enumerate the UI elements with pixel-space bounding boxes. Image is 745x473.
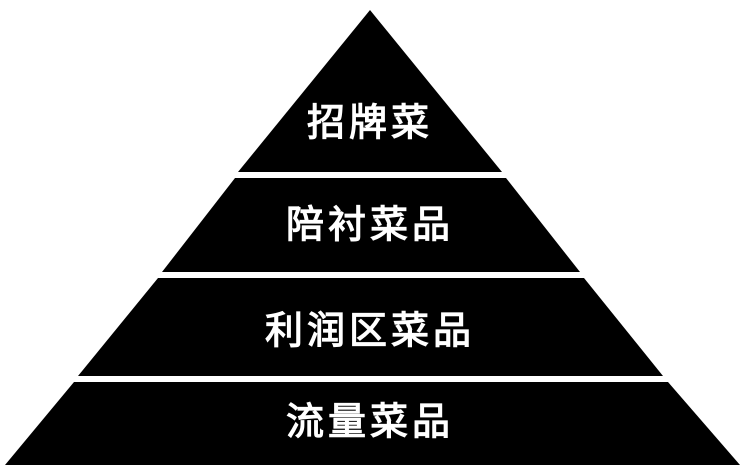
tier-label-profit-dishes: 利润区菜品 — [265, 309, 475, 353]
tier-label-signature-dish: 招牌菜 — [307, 101, 433, 145]
pyramid-tier-1 — [238, 10, 502, 172]
pyramid-tier-2 — [162, 178, 580, 272]
tier-label-traffic-dishes: 流量菜品 — [286, 400, 454, 444]
tier-label-side-dishes: 陪衬菜品 — [286, 203, 454, 247]
pyramid-tier-3 — [78, 278, 663, 376]
pyramid-tier-4 — [5, 382, 740, 465]
